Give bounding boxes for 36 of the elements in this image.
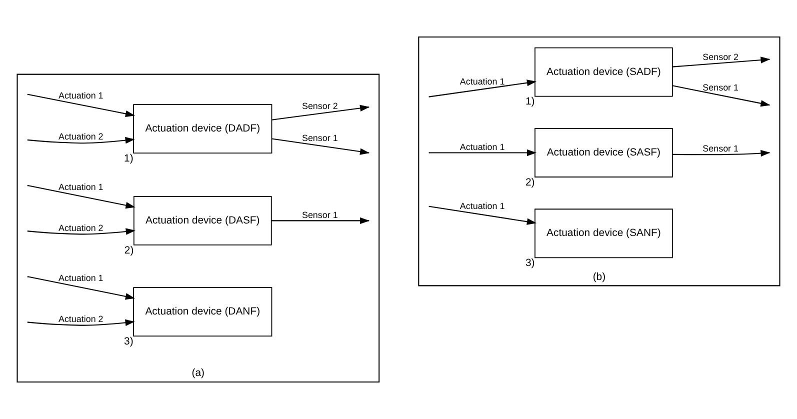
edge-label: Actuation 1 (58, 90, 104, 101)
edge-label: Sensor 2 (302, 101, 338, 112)
edge-label: Actuation 1 (460, 201, 505, 212)
arrow (28, 276, 136, 300)
node-label: 2) (525, 177, 535, 188)
edge-label: Sensor 1 (702, 144, 739, 154)
edge-label: Sensor 1 (302, 210, 338, 220)
node-box: Actuation device (DASF) (133, 196, 272, 246)
edge-label: Sensor 2 (702, 52, 739, 62)
node-box: Actuation device (SASF) (534, 128, 673, 178)
arrow (28, 137, 135, 144)
arrow (430, 80, 536, 98)
edge-label: Actuation 2 (58, 132, 104, 142)
node-box: Actuation device (DADF) (133, 104, 272, 154)
arrow (28, 228, 136, 235)
node-box: Actuation device (DANF) (133, 287, 272, 337)
edge-label: Sensor 1 (302, 133, 338, 144)
node-label: 3) (124, 336, 134, 348)
edge-label: Actuation 2 (58, 222, 104, 233)
edge-label: Actuation 1 (58, 272, 104, 283)
node-label: 2) (124, 245, 134, 256)
node-label: 1) (525, 96, 535, 108)
node-box: Actuation device (SANF) (534, 208, 673, 258)
node-label: 3) (525, 258, 535, 270)
edge-label: Actuation 2 (58, 314, 104, 324)
edge-label: Sensor 1 (702, 82, 739, 92)
node-box: Actuation device (SADF) (534, 47, 673, 97)
edge-label: Actuation 1 (460, 76, 505, 86)
edge-label: Actuation 1 (460, 142, 505, 152)
edge-label: Actuation 1 (58, 182, 104, 192)
arrow (430, 149, 537, 156)
arrow (430, 206, 536, 225)
arrow (28, 185, 136, 209)
node-label: 1) (124, 153, 134, 164)
arrow (28, 94, 136, 118)
arrow (28, 319, 135, 326)
